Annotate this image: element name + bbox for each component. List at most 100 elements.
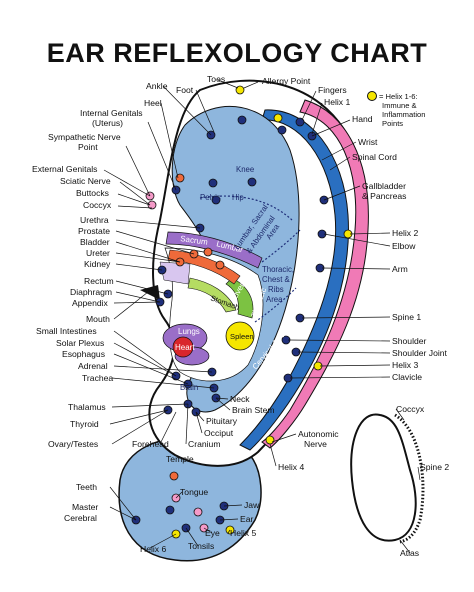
leader-line-33 (323, 185, 361, 201)
leader-line-53 (203, 527, 213, 534)
leader-line-13 (115, 280, 169, 295)
label-arm: Arm (392, 264, 408, 274)
label-occiput: Occiput (204, 428, 234, 438)
legend-yellow-dot (367, 91, 377, 101)
leader-line-20 (113, 365, 213, 373)
label-tongue: Tongue (180, 487, 208, 497)
leader-line-25 (217, 79, 239, 89)
leader-line-45 (215, 397, 231, 411)
concha-purple-strip (165, 231, 263, 269)
label-spine-1: Spine 1 (392, 312, 421, 322)
leader-line-41 (289, 376, 391, 379)
label-sympathetic-point: Point (78, 142, 98, 152)
leader-line-4 (103, 169, 151, 197)
stomach-zone (187, 277, 237, 313)
label-cerebral: Cerebral (64, 513, 97, 523)
leader-line-0 (162, 85, 212, 136)
label-bladder: Bladder (80, 237, 110, 247)
label-neck: Neck (230, 394, 250, 404)
label-shoulder-joint: Shoulder Joint (392, 348, 448, 358)
label-helix-5: Helix 5 (230, 528, 256, 538)
label-heel: Heel (144, 98, 162, 108)
label-trachea: Trachea (82, 373, 113, 383)
label-sciatic-nerve: Sciatic Nerve (60, 176, 111, 186)
label-thyroid: Thyroid (70, 419, 99, 429)
label-forehead: Forehead (132, 439, 169, 449)
leader-line-14 (115, 291, 161, 303)
reflex-point-40 (169, 471, 179, 481)
leader-line-26 (243, 81, 259, 89)
leader-line-12 (115, 263, 163, 271)
label-helix-6: Helix 6 (140, 544, 166, 554)
label-esophagus: Esophagus (62, 349, 105, 359)
leader-line-21 (111, 377, 215, 389)
label-helix-1: Helix 1 (324, 97, 350, 107)
label-ankle: Ankle (146, 81, 168, 91)
heart-zone (172, 336, 194, 358)
leader-line-42 (271, 433, 297, 443)
reflex-point-42 (165, 505, 175, 515)
leader-line-11 (115, 252, 181, 263)
label-lungs: Lungs (178, 327, 200, 336)
label-ureter: Ureter (86, 248, 110, 258)
label-pelvis: Pelvis (200, 193, 221, 202)
label-small-intestines: Small Intestines (36, 326, 97, 336)
label-diaphragm: Diaphragm (70, 287, 112, 297)
label-external-genitals: External Genitals (32, 164, 97, 174)
reflex-point-19 (203, 247, 213, 257)
leader-line-18 (113, 342, 177, 377)
label-allergy-point: Allergy Point (262, 76, 311, 86)
label-foot: Foot (176, 85, 194, 95)
label-helix-2: Helix 2 (392, 228, 418, 238)
label-clavicle: Clavicle (392, 372, 422, 382)
leader-line-27 (195, 89, 215, 133)
label-pituitary: Pituitary (206, 416, 238, 426)
label-spinal-cord: Spinal Cord (352, 152, 397, 162)
ear-canal (140, 285, 160, 300)
leader-line-8 (115, 219, 201, 229)
label-gallbladder: Gallbladder (362, 181, 406, 191)
leader-line-44 (215, 397, 229, 400)
label-eye: Eye (205, 528, 220, 538)
chart-title: EAR REFLEXOLOGY CHART (46, 38, 428, 68)
label-thoracic-1: Thoracic, (262, 265, 294, 274)
leader-line-9 (115, 230, 195, 255)
reflex-point-3 (273, 113, 283, 123)
reflex-point-15 (317, 229, 327, 239)
label-area-2: Area (266, 295, 283, 304)
label-tonsils: Tonsils (188, 541, 214, 551)
leader-line-19 (113, 353, 189, 385)
reflex-point-22 (215, 260, 225, 270)
leader-line-10 (115, 241, 181, 263)
leader-line-39 (297, 351, 391, 354)
leader-line-3 (125, 145, 151, 197)
leader-line-57 (109, 486, 137, 521)
label-mouth: Mouth (86, 314, 110, 324)
leader-line-1 (160, 102, 179, 179)
label-shoulder: Shoulder (392, 336, 427, 346)
label-fingers: Fingers (318, 85, 347, 95)
ear-lobe (118, 437, 262, 562)
leader-line-51 (223, 504, 243, 507)
leader-line-7 (117, 205, 153, 209)
label-toes: Toes (207, 74, 225, 84)
label-jaw: Jaw (244, 500, 260, 510)
leader-line-47 (195, 411, 203, 434)
legend-line-1: = Helix 1-6: (379, 92, 418, 101)
leader-line-29 (311, 102, 323, 135)
label-spine-2: Spine 2 (420, 462, 449, 472)
reflex-point-43 (193, 507, 203, 517)
leader-line-2 (147, 121, 177, 191)
label-brain: Brain (180, 383, 198, 392)
label-brain-stem: Brain Stem (232, 405, 275, 415)
label-coccyx-left: Coccyx (83, 200, 112, 210)
leader-line-49 (159, 411, 177, 445)
label-sacrum: Sacrum (180, 234, 209, 247)
label-autonomic: Autonomic (298, 429, 339, 439)
leader-line-16 (113, 291, 149, 320)
reflex-point-8 (147, 200, 157, 210)
spleen-zone (225, 321, 255, 351)
reflex-point-2 (237, 115, 247, 125)
helix-blue-band (239, 109, 349, 451)
